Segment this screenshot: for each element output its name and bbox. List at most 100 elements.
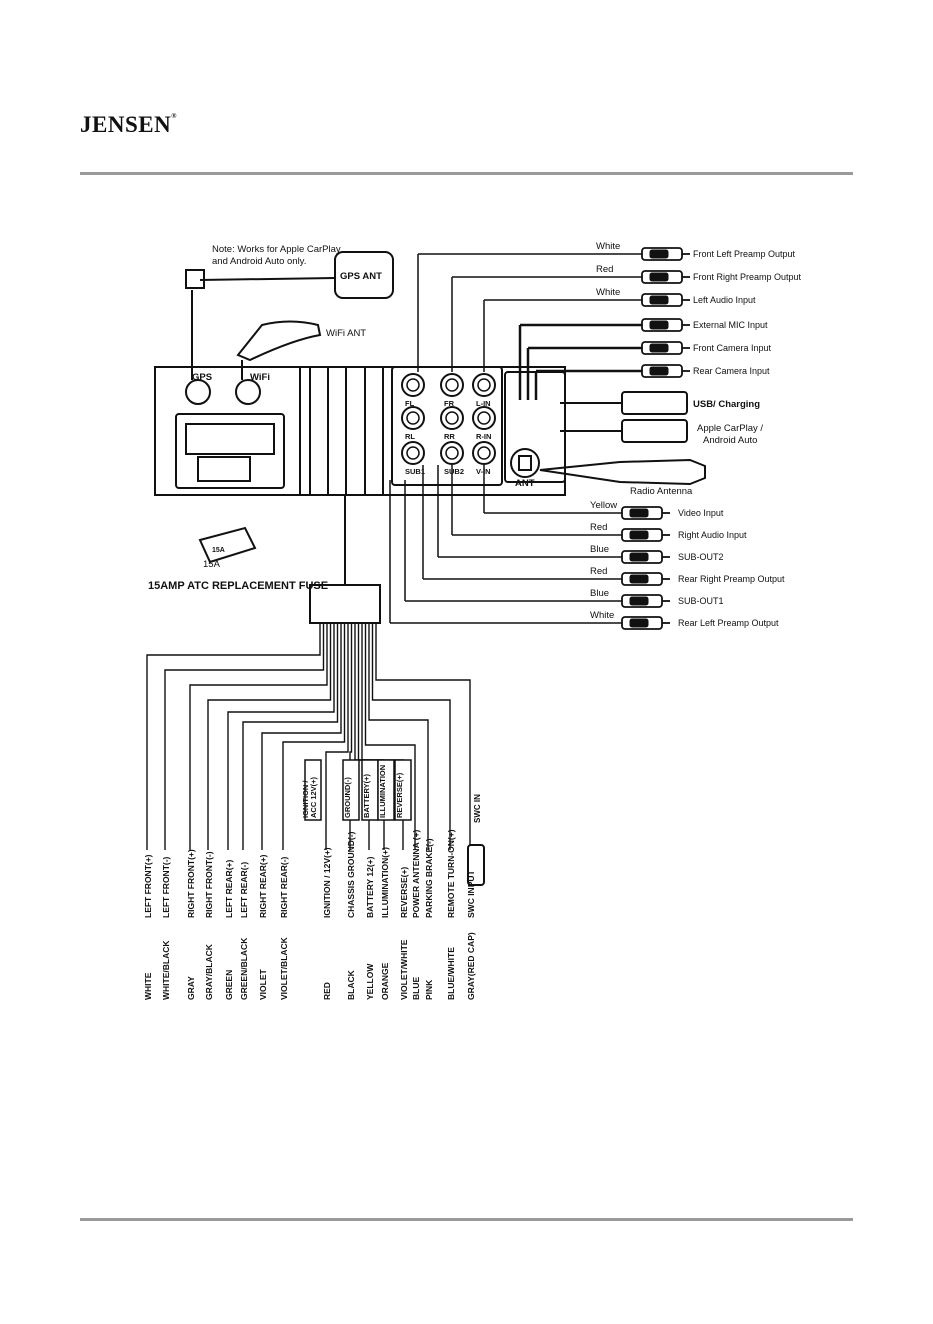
note-line-2: and Android Auto only.: [212, 256, 306, 267]
wire-box-label: [377, 759, 395, 821]
wire-function-label: RIGHT REAR(+): [258, 854, 268, 918]
wifi-antenna: [236, 320, 322, 362]
harness-wire: [164, 623, 325, 850]
rca-color-label: White: [596, 287, 620, 298]
wire-color-label: GRAY/BLACK: [204, 943, 214, 1000]
header-rule: [80, 172, 853, 175]
wire-box-text: ACC 12V(+): [309, 776, 318, 818]
wire-color-label: VIOLET/WHITE: [399, 939, 409, 1000]
wire-function-label: LEFT FRONT(-): [161, 856, 171, 918]
jack-label: SUB2: [444, 467, 464, 476]
antenna-socket: [510, 448, 540, 478]
fuse-value: 15A: [203, 559, 221, 570]
rca-color-label: Red: [590, 522, 607, 533]
wire-color-label: VIOLET: [258, 968, 268, 1000]
ant-port-label: ANT: [515, 478, 535, 489]
wire-box-text: REVERSE(+): [395, 772, 404, 818]
jack-label: R-IN: [476, 432, 491, 441]
wire-color-label: BLUE/WHITE: [446, 947, 456, 1000]
wire-function-label: LEFT FRONT(+): [143, 854, 153, 918]
wire-color-label: PINK: [424, 979, 434, 1000]
radio-antenna-label: Radio Antenna: [630, 486, 693, 497]
rca-output-label: Front Camera Input: [693, 343, 772, 353]
wire-box-label: [394, 759, 412, 821]
fuse-icon: [198, 526, 257, 564]
brand-logo: JENSEN®: [80, 112, 177, 137]
rca-output-label: Video Input: [678, 508, 724, 518]
rca-jack: [401, 441, 425, 465]
radio-antenna-plug: [539, 458, 706, 486]
rca-jack: [401, 406, 425, 430]
wire-function-label: LEFT REAR(-): [239, 862, 249, 918]
wire-box-text: ILLUMINATION: [378, 765, 387, 818]
wifi-port-label: WiFi: [250, 372, 270, 383]
jack-label: FR: [444, 399, 455, 408]
harness-wire: [242, 623, 339, 850]
rca-output-label: External MIC Input: [693, 320, 768, 330]
rca-output-label: Left Audio Input: [693, 295, 756, 305]
rca-jack: [472, 373, 496, 397]
jack-label: RL: [405, 432, 415, 441]
harness-wire: [282, 623, 346, 850]
carplay-plug: [621, 419, 688, 443]
wire-function-label: RIGHT FRONT(-): [204, 851, 214, 918]
wifi-ant-label: WiFi ANT: [326, 328, 366, 339]
harness-wire: [364, 623, 416, 850]
harness-wire: [371, 623, 451, 850]
harness-wire: [325, 623, 349, 850]
rca-output-label: Rear Left Preamp Output: [678, 618, 779, 628]
wire-box-text: IGNITION /: [301, 780, 310, 818]
note-line-1: Note: Works for Apple CarPlay: [212, 244, 341, 255]
rca-output-label: Rear Camera Input: [693, 366, 770, 376]
wire-color-label: GRAY: [186, 976, 196, 1000]
swc-in-label: SWC IN: [473, 794, 482, 823]
wire-color-label: VIOLET/BLACK: [279, 936, 289, 1000]
harness-wire: [261, 623, 342, 850]
rca-jack: [472, 406, 496, 430]
wire-color-label: WHITE: [143, 972, 153, 1000]
wire-color-label: BLACK: [346, 969, 356, 1000]
rca-jack: [440, 406, 464, 430]
head-unit-chassis: [154, 366, 566, 496]
rca-color-label: White: [590, 610, 614, 621]
usb-plug: [621, 391, 688, 415]
rca-jack: [472, 441, 496, 465]
footer-rule: [80, 1218, 853, 1221]
harness-wire: [189, 623, 328, 850]
wire-box-text: BATTERY(+): [362, 774, 371, 818]
wire-box-text: GROUND(-): [343, 777, 352, 818]
wire-color-label: GREEN/BLACK: [239, 937, 249, 1000]
wire-color-label: BLUE: [411, 977, 421, 1000]
gps-antenna: [334, 251, 394, 299]
rca-output-label: Right Audio Input: [678, 530, 747, 540]
wire-color-label: GREEN: [224, 970, 234, 1000]
rca-color-label: Blue: [590, 544, 609, 555]
usb-charging-label: USB/ Charging: [693, 399, 760, 410]
fuse-title: 15AMP ATC REPLACEMENT FUSE: [148, 580, 328, 592]
gps-ant-label: GPS ANT: [340, 271, 382, 282]
wire-function-label: IGNITION / 12V(+): [322, 847, 332, 918]
wire-box-label: [342, 759, 360, 821]
wire-color-label: YELLOW: [365, 963, 375, 1000]
wire-box-label: [304, 759, 322, 821]
wire-function-label: LEFT REAR(+): [224, 860, 234, 918]
wire-function-label: REMOTE TURN-ON(+): [446, 829, 456, 918]
wire-function-label: RIGHT REAR(-): [279, 856, 289, 918]
swc-connector: [467, 844, 485, 886]
wire-function-label: REVERSE(+): [399, 867, 409, 918]
jack-label: V-IN: [476, 467, 491, 476]
wifi-port: [235, 379, 261, 405]
wire-function-label: CHASSIS GROUND(-): [346, 831, 356, 918]
carplay-label-1: Apple CarPlay /: [697, 423, 763, 434]
rca-jack: [440, 373, 464, 397]
rca-color-label: White: [596, 241, 620, 252]
carplay-label-2: Android Auto: [703, 435, 757, 446]
wire-function-label: SWC INPUT: [466, 870, 476, 919]
wire-color-label: GRAY(RED CAP): [466, 932, 476, 1000]
rca-output-label: Front Right Preamp Output: [693, 272, 802, 282]
rca-color-label: Yellow: [590, 500, 617, 511]
jack-label: RR: [444, 432, 455, 441]
rca-color-label: Red: [590, 566, 607, 577]
wire-color-label: RED: [322, 982, 332, 1000]
